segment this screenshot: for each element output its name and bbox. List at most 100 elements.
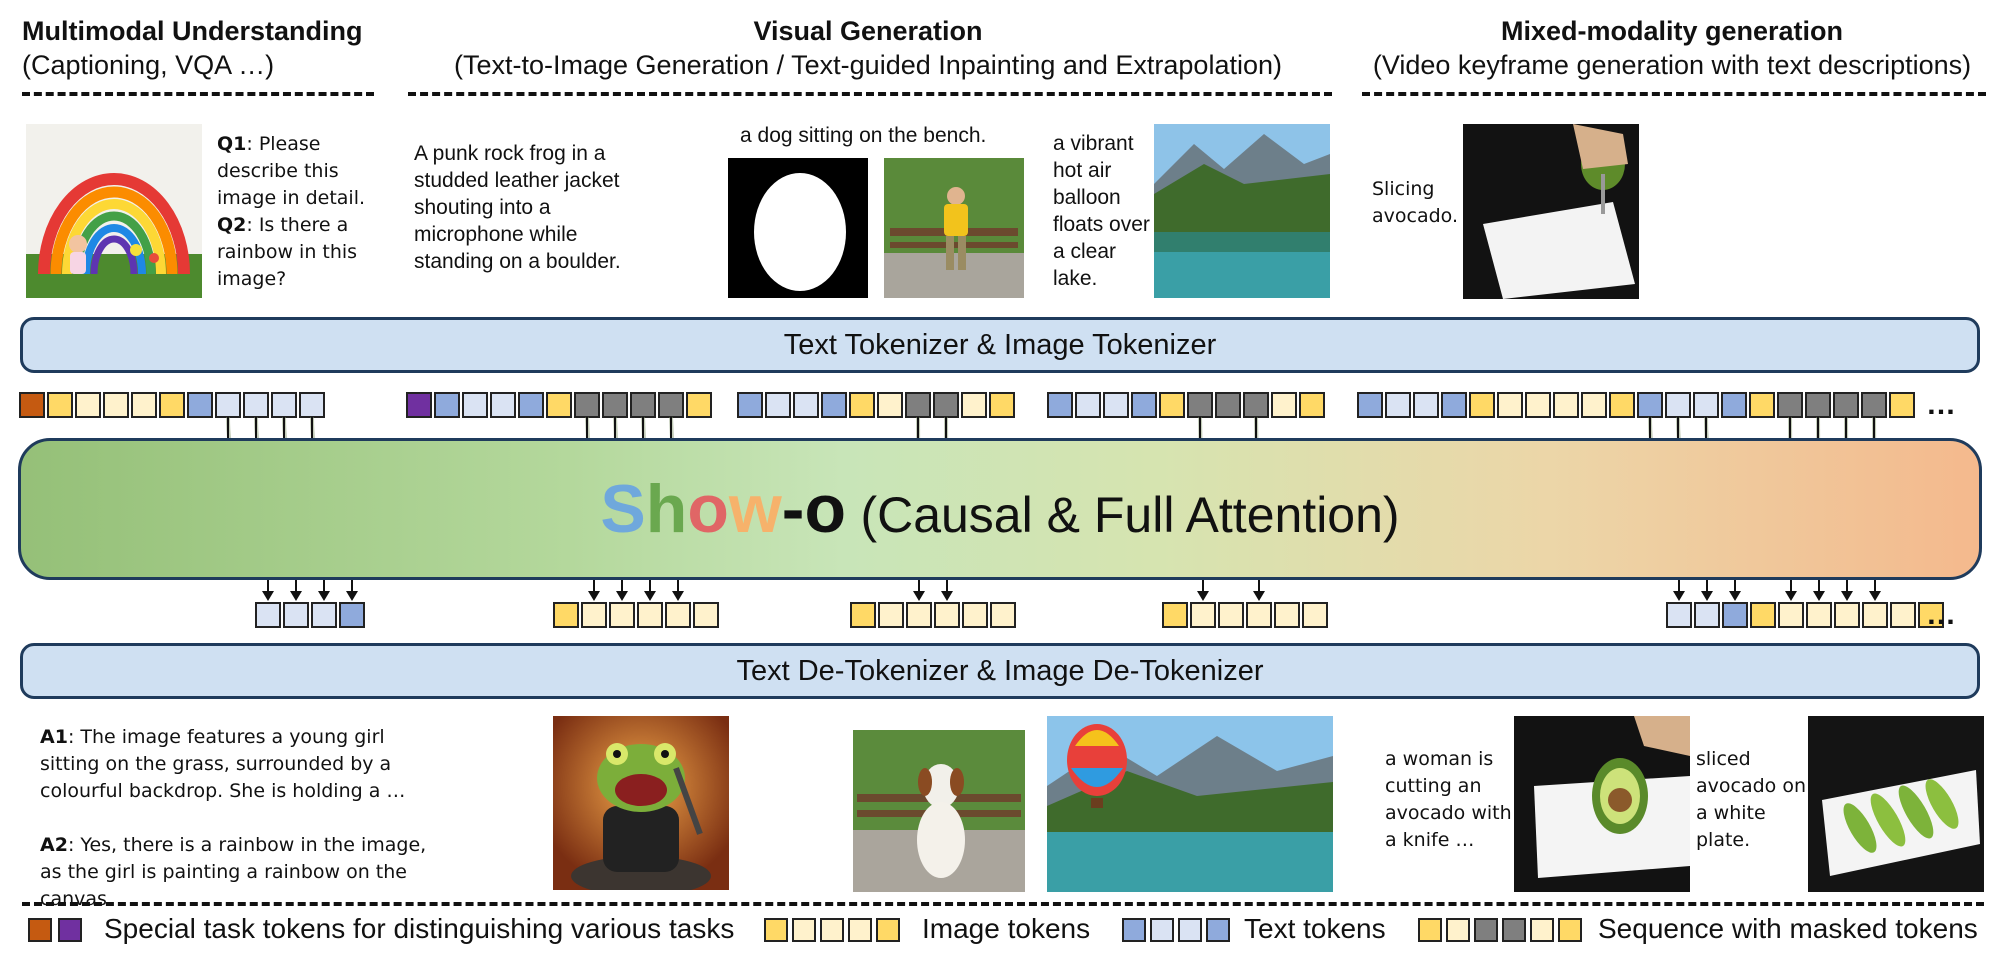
legend-image-swatch-2	[792, 918, 816, 942]
connector-arrowhead	[1701, 591, 1713, 601]
input-token	[132, 393, 156, 417]
connector-arrowhead	[616, 591, 628, 601]
input-token	[1386, 393, 1410, 417]
legend-special-orange-swatch	[28, 918, 52, 942]
video-step2-caption: sliced avocado on a white plate.	[1696, 746, 1812, 854]
input-token	[1076, 393, 1100, 417]
output-token	[284, 603, 308, 627]
output-token	[666, 603, 690, 627]
input-token-row	[20, 393, 1914, 417]
mixed-subtitle: (Video keyframe generation with text des…	[1352, 48, 1992, 82]
output-token	[963, 603, 987, 627]
connector-arrowhead	[318, 591, 330, 601]
input-token	[1862, 393, 1886, 417]
input-token	[1694, 393, 1718, 417]
connector-arrowhead	[262, 591, 274, 601]
model-name-dash: -	[782, 471, 805, 547]
input-token	[794, 393, 818, 417]
input-token	[547, 393, 571, 417]
output-token	[1163, 603, 1187, 627]
output-token	[907, 603, 931, 627]
input-token	[766, 393, 790, 417]
model-title: Show-o (Causal & Full Attention)	[21, 441, 1979, 583]
connector-arrowhead	[672, 591, 684, 601]
model-name-h: h	[646, 471, 688, 547]
input-token	[822, 393, 846, 417]
input-token	[962, 393, 986, 417]
output-token	[1751, 603, 1775, 627]
connector-arrowhead	[1841, 591, 1853, 601]
input-token	[1722, 393, 1746, 417]
output-token	[851, 603, 875, 627]
lake-mountain-image	[1154, 124, 1330, 298]
legend-text-swatch-2	[1150, 918, 1174, 942]
input-token	[850, 393, 874, 417]
input-token	[1188, 393, 1212, 417]
output-token	[1807, 603, 1831, 627]
input-token	[1216, 393, 1240, 417]
output-token	[1219, 603, 1243, 627]
output-token	[340, 603, 364, 627]
input-token	[1750, 393, 1774, 417]
input-token	[659, 393, 683, 417]
legend-masked-swatch-5	[1530, 918, 1554, 942]
output-token-row	[256, 603, 1943, 627]
legend-image-swatch-1	[764, 918, 788, 942]
input-token	[1104, 393, 1128, 417]
input-token	[1610, 393, 1634, 417]
inpaint-prompt: a dog sitting on the bench.	[740, 122, 1030, 149]
rainbow-painting-image	[26, 124, 202, 298]
input-token	[1414, 393, 1438, 417]
input-token	[603, 393, 627, 417]
t2i-prompt: A punk rock frog in a studded leather ja…	[414, 140, 654, 275]
input-token	[188, 393, 212, 417]
legend-image-swatch-4	[848, 918, 872, 942]
legend-masked-label: Sequence with masked tokens	[1598, 912, 1978, 946]
input-token	[20, 393, 44, 417]
output-token	[554, 603, 578, 627]
model-name-s: S	[600, 471, 645, 547]
output-token	[991, 603, 1015, 627]
legend-image-swatch-5	[876, 918, 900, 942]
generation-title: Visual Generation	[408, 14, 1328, 48]
output-token	[1667, 603, 1691, 627]
model-name-o: o	[687, 471, 729, 547]
output-token	[256, 603, 280, 627]
understanding-divider	[22, 92, 374, 96]
input-token	[76, 393, 100, 417]
legend-text-swatch-4	[1206, 918, 1230, 942]
generation-subtitle: (Text-to-Image Generation / Text-guided …	[408, 48, 1328, 82]
input-token	[1638, 393, 1662, 417]
input-token	[878, 393, 902, 417]
output-token	[935, 603, 959, 627]
input-token	[104, 393, 128, 417]
input-token	[519, 393, 543, 417]
output-token	[582, 603, 606, 627]
legend-text-swatch-1	[1122, 918, 1146, 942]
tokenizer-bar: Text Tokenizer & Image Tokenizer	[20, 317, 1980, 373]
output-token	[1303, 603, 1327, 627]
connector-arrowhead	[644, 591, 656, 601]
input-token	[1300, 393, 1324, 417]
connector-arrowhead	[941, 591, 953, 601]
output-token	[1891, 603, 1915, 627]
legend-special-purple-swatch	[58, 918, 82, 942]
input-token	[160, 393, 184, 417]
output-token	[1723, 603, 1747, 627]
input-token	[631, 393, 655, 417]
input-token	[990, 393, 1014, 417]
avocado-slicing-image	[1463, 124, 1639, 299]
output-token	[1275, 603, 1299, 627]
connector-arrowhead	[1197, 591, 1209, 601]
output-token	[610, 603, 634, 627]
input-token	[1132, 393, 1156, 417]
connector-arrowhead	[1253, 591, 1265, 601]
output-token	[1863, 603, 1887, 627]
input-token	[216, 393, 240, 417]
input-token	[1498, 393, 1522, 417]
input-token	[1160, 393, 1184, 417]
output-token	[1191, 603, 1215, 627]
input-token	[491, 393, 515, 417]
legend-masked-swatch-6	[1558, 918, 1582, 942]
mixed-divider	[1362, 92, 1986, 96]
